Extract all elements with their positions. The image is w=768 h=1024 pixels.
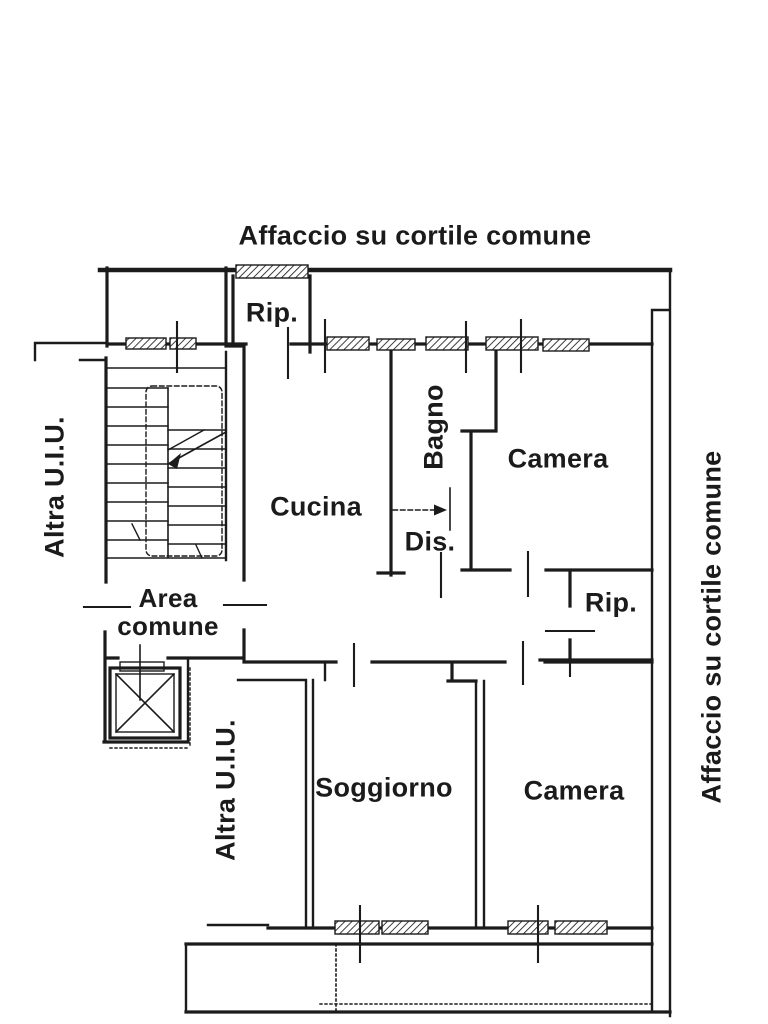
room-label-area-comune: Area comune xyxy=(117,582,219,641)
room-label-camera-north: Camera xyxy=(507,443,609,474)
window xyxy=(169,337,197,350)
window xyxy=(554,920,608,935)
window xyxy=(542,338,590,352)
label-altra-uiu-upper: Altra U.I.U. xyxy=(39,416,70,558)
room-label-bagno: Bagno xyxy=(418,384,449,470)
elevator-cross-icon xyxy=(114,672,176,734)
window xyxy=(376,338,416,351)
elevator xyxy=(108,661,191,749)
elevator-car xyxy=(115,673,175,733)
window xyxy=(334,920,380,935)
room-label-soggiorno: Soggiorno xyxy=(315,772,453,803)
staircase xyxy=(105,367,228,559)
windows xyxy=(125,264,608,935)
door-ticks xyxy=(82,318,596,964)
stair-railing xyxy=(145,385,223,557)
window xyxy=(326,336,370,351)
window xyxy=(425,336,469,351)
window xyxy=(235,264,309,279)
window xyxy=(485,336,539,351)
room-label-dis: Dis. xyxy=(404,526,456,557)
dis-door-arrow xyxy=(392,504,447,516)
stair-direction-arrow xyxy=(168,453,181,469)
room-label-camera-south: Camera xyxy=(523,775,625,806)
label-affaccio-top: Affaccio su cortile comune xyxy=(238,220,592,251)
window xyxy=(125,337,167,350)
window xyxy=(381,920,429,935)
elevator-shaft xyxy=(108,666,182,740)
room-label-rip-east: Rip. xyxy=(584,587,638,618)
elevator-door xyxy=(119,661,165,672)
label-affaccio-right: Affaccio su cortile comune xyxy=(696,450,727,804)
room-label-rip-north: Rip. xyxy=(245,297,299,328)
window xyxy=(507,920,549,935)
walls xyxy=(33,266,673,1018)
balcony-lines xyxy=(319,943,653,1013)
label-altra-uiu-lower: Altra U.I.U. xyxy=(210,719,241,861)
room-label-cucina: Cucina xyxy=(270,491,362,522)
